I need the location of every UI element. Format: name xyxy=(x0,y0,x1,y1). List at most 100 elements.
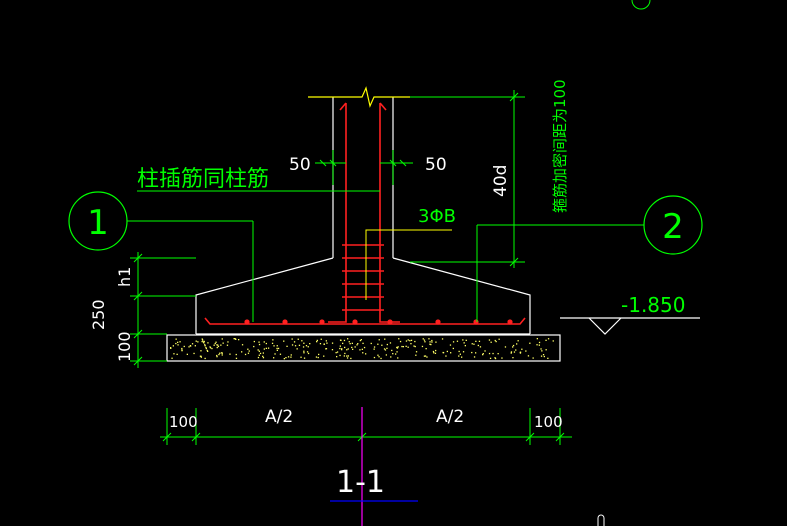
concrete-speckle xyxy=(248,350,250,352)
concrete-speckle xyxy=(201,340,203,343)
rebar-group xyxy=(204,102,526,325)
concrete-speckle xyxy=(495,340,497,343)
concrete-speckle xyxy=(291,344,294,346)
concrete-speckle xyxy=(265,342,267,345)
concrete-speckle xyxy=(305,345,308,347)
concrete-speckle xyxy=(298,344,301,346)
concrete-speckle xyxy=(441,338,444,340)
concrete-speckle xyxy=(296,348,298,350)
dim-left-vertical xyxy=(130,252,196,368)
concrete-speckle xyxy=(315,356,318,358)
concrete-speckle xyxy=(414,345,416,348)
concrete-speckle xyxy=(258,354,260,356)
concrete-speckle xyxy=(510,351,513,353)
concrete-speckle xyxy=(319,343,322,345)
concrete-speckle xyxy=(525,350,527,352)
concrete-speckle xyxy=(515,349,517,351)
concrete-speckle xyxy=(219,352,221,354)
concrete-speckle xyxy=(241,344,244,346)
concrete-speckle xyxy=(202,341,205,343)
concrete-speckle xyxy=(181,349,183,351)
concrete-speckle xyxy=(276,345,278,347)
concrete-speckle xyxy=(432,350,435,353)
concrete-speckle xyxy=(287,356,290,358)
concrete-speckle xyxy=(540,348,542,350)
concrete-speckle xyxy=(263,348,265,350)
axis-2-bubble: 2 xyxy=(643,195,703,255)
concrete-speckle xyxy=(238,339,240,341)
concrete-speckle xyxy=(395,353,397,355)
concrete-speckle xyxy=(351,346,353,349)
concrete-speckle xyxy=(361,348,363,350)
concrete-speckle xyxy=(433,352,435,354)
concrete-speckle xyxy=(214,342,216,345)
concrete-speckle xyxy=(519,352,522,354)
concrete-speckle xyxy=(450,352,452,354)
concrete-speckle xyxy=(543,355,545,358)
concrete-speckle xyxy=(189,345,191,347)
concrete-speckle xyxy=(204,357,206,360)
concrete-speckle xyxy=(378,356,380,358)
concrete-speckle xyxy=(415,354,417,356)
concrete-speckle xyxy=(396,351,398,353)
concrete-speckle xyxy=(510,352,512,354)
concrete-speckle xyxy=(306,351,309,353)
concrete-speckle xyxy=(301,340,303,342)
concrete-speckle xyxy=(218,353,220,356)
concrete-speckle xyxy=(323,355,325,357)
concrete-speckle xyxy=(521,348,523,350)
concrete-speckle xyxy=(221,338,223,340)
concrete-speckle xyxy=(181,350,183,352)
concrete-speckle xyxy=(377,343,379,345)
rebar-dot xyxy=(352,319,358,325)
concrete-speckle xyxy=(384,349,387,351)
concrete-speckle xyxy=(235,353,237,356)
concrete-speckle xyxy=(401,345,403,348)
concrete-speckle xyxy=(259,352,262,355)
concrete-speckle xyxy=(402,346,404,348)
concrete-speckle xyxy=(258,341,260,343)
concrete-speckle xyxy=(271,342,274,344)
concrete-speckle xyxy=(512,357,514,359)
concrete-speckle xyxy=(463,342,465,344)
note-column-dowel: 柱插筋同柱筋 xyxy=(137,167,269,192)
concrete-speckle xyxy=(258,343,261,346)
concrete-speckle xyxy=(247,348,249,350)
concrete-speckle xyxy=(398,338,400,340)
concrete-speckle xyxy=(207,350,209,352)
concrete-speckle xyxy=(283,340,285,342)
concrete-speckle xyxy=(498,338,500,340)
concrete-speckle xyxy=(431,339,433,342)
concrete-speckle xyxy=(221,352,223,354)
concrete-speckle xyxy=(471,351,473,354)
concrete-speckle xyxy=(479,346,482,348)
concrete-speckle xyxy=(492,352,494,355)
concrete-speckle xyxy=(325,340,327,342)
concrete-speckle xyxy=(191,343,194,345)
rebar-dot xyxy=(282,319,288,325)
concrete-speckle xyxy=(346,357,349,359)
concrete-speckle xyxy=(201,338,203,340)
concrete-speckle xyxy=(170,347,172,349)
concrete-speckle xyxy=(513,351,516,353)
concrete-speckle xyxy=(360,339,362,341)
concrete-speckle xyxy=(257,356,260,359)
concrete-speckle xyxy=(370,342,372,345)
label-stirrups: 3ΦB xyxy=(418,206,456,227)
concrete-speckle xyxy=(347,348,349,350)
concrete-speckle xyxy=(452,347,454,350)
concrete-speckle xyxy=(552,340,554,342)
concrete-speckle xyxy=(276,347,278,350)
concrete-speckle xyxy=(303,352,305,354)
concrete-speckle xyxy=(209,346,211,348)
concrete-speckle xyxy=(489,357,492,359)
concrete-speckle xyxy=(410,339,413,341)
concrete-speckle xyxy=(175,338,177,340)
concrete-speckle xyxy=(464,345,466,347)
corner-arc xyxy=(631,0,651,10)
concrete-speckle xyxy=(405,340,408,342)
concrete-speckle xyxy=(172,345,174,347)
concrete-speckle xyxy=(461,356,463,358)
concrete-speckle xyxy=(475,352,477,354)
concrete-speckle xyxy=(257,349,259,351)
